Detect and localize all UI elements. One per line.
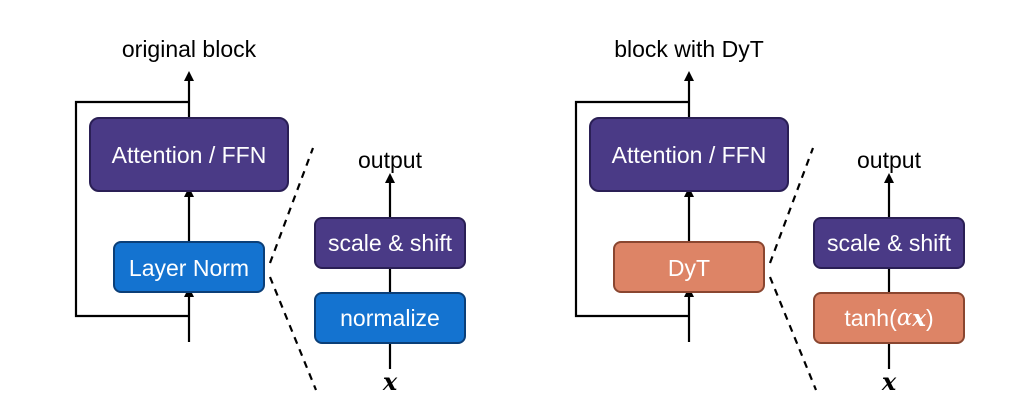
left-scale-shift-box: scale & shift bbox=[314, 217, 466, 269]
left-title: original block bbox=[122, 36, 257, 62]
right-detail: output scale & shift tanh(αx) x bbox=[813, 147, 965, 396]
left-zoom-line-lower bbox=[268, 276, 318, 391]
right-residual-connection bbox=[574, 100, 689, 318]
right-attention-ffn-box: Attention / FFN bbox=[589, 117, 789, 192]
right-dyt-label: DyT bbox=[668, 255, 710, 281]
right-title: block with DyT bbox=[614, 36, 764, 62]
tanh-x: x bbox=[911, 305, 926, 332]
right-tanh-box: tanh(αx) bbox=[813, 292, 965, 344]
right-detail-input-x: x bbox=[881, 367, 897, 396]
left-scale-shift-label: scale & shift bbox=[328, 230, 453, 256]
left-layer-norm-box: Layer Norm bbox=[113, 241, 265, 293]
right-scale-shift-box: scale & shift bbox=[813, 217, 965, 269]
right-attention-ffn-label: Attention / FFN bbox=[612, 142, 767, 168]
left-detail-output-label: output bbox=[358, 147, 423, 173]
tanh-suffix: ) bbox=[926, 305, 934, 331]
left-detail: output scale & shift normalize x bbox=[314, 147, 466, 396]
left-attention-ffn-label: Attention / FFN bbox=[112, 142, 267, 168]
left-normalize-box: normalize bbox=[314, 292, 466, 344]
right-tanh-label: tanh(αx) bbox=[844, 305, 933, 332]
right-panel: block with DyT Attention / FFN DyT outpu… bbox=[574, 36, 965, 396]
left-detail-input-x: x bbox=[382, 367, 398, 396]
right-dyt-box: DyT bbox=[613, 241, 765, 293]
left-layer-norm-label: Layer Norm bbox=[129, 255, 249, 281]
right-zoom-line-lower bbox=[768, 276, 818, 391]
right-scale-shift-label: scale & shift bbox=[827, 230, 952, 256]
left-normalize-label: normalize bbox=[340, 305, 440, 331]
left-attention-ffn-box: Attention / FFN bbox=[89, 117, 289, 192]
left-residual-connection bbox=[74, 100, 189, 318]
left-panel: original block Attention / FFN Layer Nor… bbox=[74, 36, 466, 396]
tanh-alpha: α bbox=[897, 305, 913, 331]
tanh-prefix: tanh( bbox=[844, 305, 897, 331]
right-detail-output-label: output bbox=[857, 147, 922, 173]
